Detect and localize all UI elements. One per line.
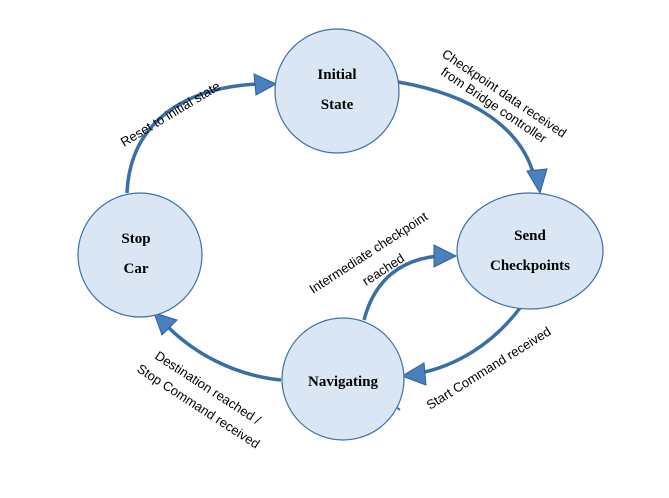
arrow-head-reset (253, 73, 278, 96)
state-navigating-label: Navigating (308, 374, 379, 390)
state-initial-circle (274, 28, 400, 154)
state-stop-car: Stop Car (77, 192, 203, 318)
state-send-circle (456, 192, 604, 310)
edge-initial-to-send (397, 80, 536, 177)
arrow-head-checkpoint-data (526, 168, 548, 195)
state-send-label-1: Send (514, 228, 546, 244)
state-stop-label-1: Stop (121, 231, 150, 247)
edge-label-reset: Reset to initial state (118, 78, 223, 149)
edge-navigating-to-send (362, 254, 439, 321)
state-navigating-circle (281, 317, 405, 441)
state-stop-circle (77, 192, 203, 318)
state-stop-label-2: Car (124, 261, 149, 277)
state-navigating: Navigating (281, 317, 405, 441)
state-send-label-2: Checkpoints (490, 258, 570, 274)
edge-stop-to-initial (125, 82, 259, 194)
arrow-head-destination (153, 312, 178, 336)
arrow-head-intermediate (433, 244, 458, 268)
state-initial: Initial State (274, 28, 400, 154)
state-initial-label-1: Initial (317, 67, 356, 83)
edge-send-to-navigating (419, 306, 522, 375)
edge-navigating-to-stop (165, 324, 282, 382)
state-send-checkpoints: Send Checkpoints (456, 192, 604, 310)
arrow-head-start-command (400, 362, 427, 386)
state-initial-label-2: State (321, 97, 354, 113)
